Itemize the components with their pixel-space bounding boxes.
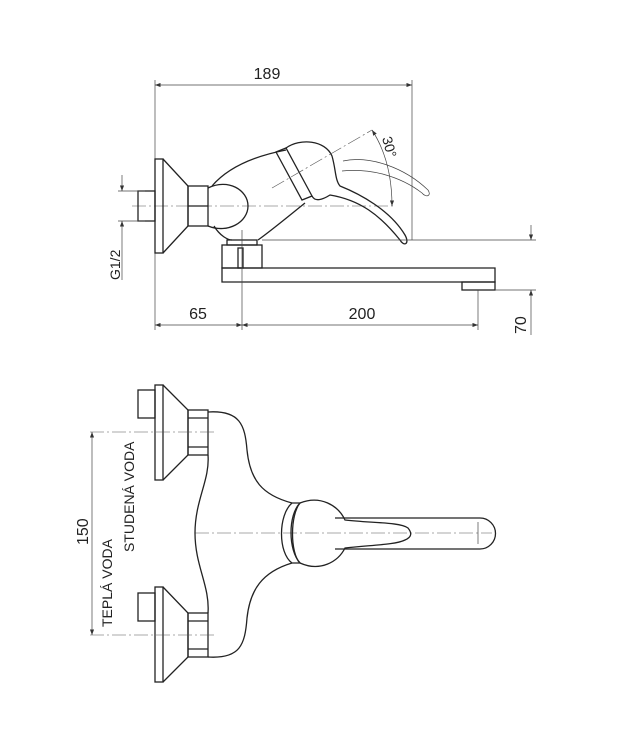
lever-handle (285, 141, 408, 245)
angle-label: 30° (379, 135, 400, 160)
cartridge-ring (275, 147, 313, 201)
spout (335, 517, 497, 550)
spout-aerator (461, 281, 496, 291)
side-view: 189 30° G1/2 (107, 66, 536, 335)
thread-label: G1/2 (107, 249, 123, 280)
angle-line (271, 129, 373, 189)
dim-label-65: 65 (189, 306, 207, 323)
dim-label-70: 70 (513, 316, 530, 334)
dim-label-189: 189 (254, 66, 281, 83)
valve-body (211, 149, 306, 241)
cold-hex-nut (187, 409, 209, 456)
valve-body (194, 411, 293, 658)
hot-inlet-nipple (137, 592, 156, 622)
dim-label-150: 150 (75, 518, 92, 545)
hot-flange (154, 586, 164, 683)
hot-water-label: TEPLÁ VODA (99, 538, 115, 627)
lever-raised-outline (341, 159, 430, 197)
angle-arc (371, 129, 395, 207)
cold-water-label: STUDENÁ VODA (121, 441, 137, 552)
wall-flange (154, 158, 164, 254)
dim-label-200: 200 (349, 306, 376, 323)
spout-arm (221, 267, 496, 283)
eccentric-connector (207, 183, 249, 230)
cold-inlet-nipple (137, 389, 156, 419)
cold-flange (154, 384, 164, 481)
front-view: 150 STUDENÁ VODA TEPLÁ VODA (75, 384, 497, 683)
lever-handle (290, 499, 412, 568)
